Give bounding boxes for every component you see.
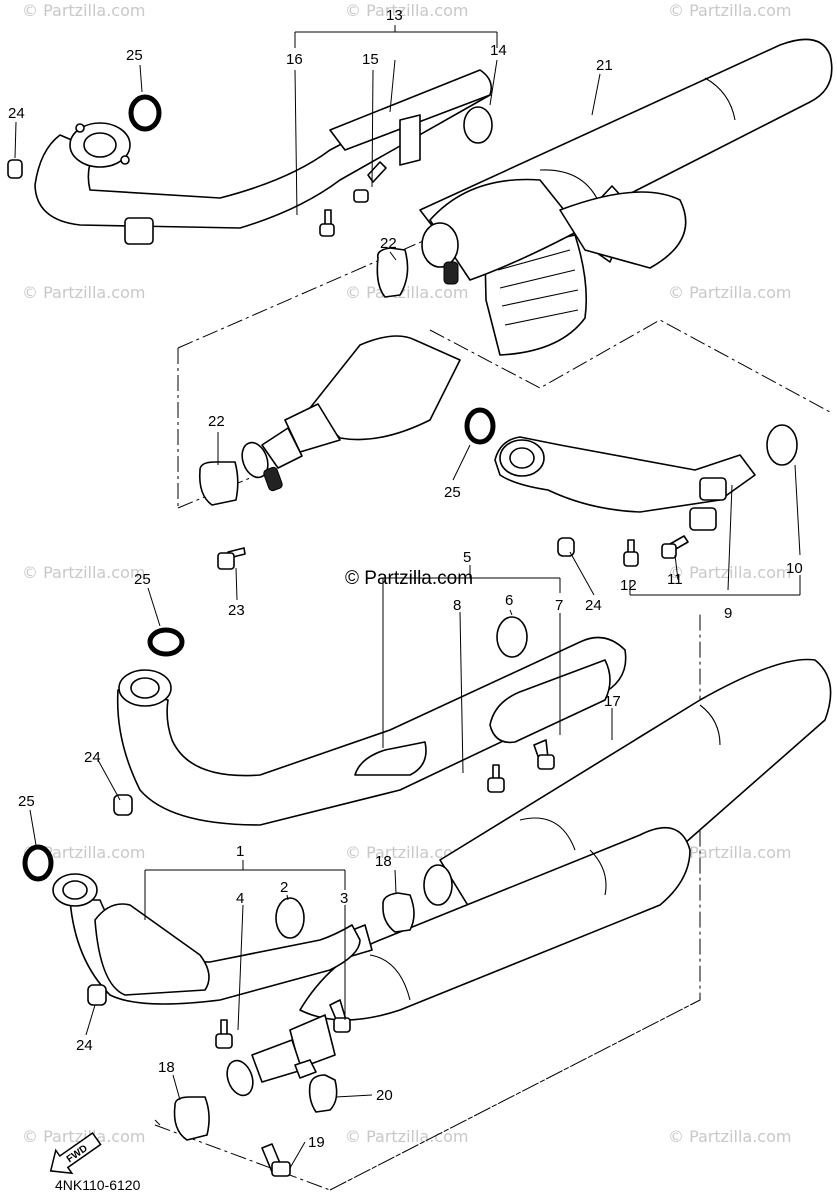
callout-18: 18 — [375, 853, 392, 870]
callout-24: 24 — [8, 105, 25, 122]
collar-10 — [766, 424, 798, 466]
watermark: © Partzilla.com — [668, 1127, 791, 1146]
watermark-layer: © Partzilla.com © Partzilla.com © Partzi… — [22, 1, 791, 1146]
muffler-17 — [299, 658, 832, 1021]
watermark: © Partzilla.com — [668, 563, 791, 582]
watermark: © Partzilla.com — [345, 283, 468, 302]
clamp-top — [421, 222, 459, 285]
callout-22: 22 — [380, 235, 397, 252]
watermark: © Partzilla.com — [345, 1127, 468, 1146]
watermark: © Partzilla.com — [668, 283, 791, 302]
bolt-11 — [661, 535, 689, 559]
callout-22: 22 — [208, 413, 225, 430]
callout-15: 15 — [362, 51, 379, 68]
callout-25: 25 — [444, 484, 461, 501]
exhaust-pipe-top — [34, 69, 493, 245]
watermark: © Partzilla.com — [22, 563, 145, 582]
collar-14 — [463, 106, 493, 144]
assembly-outline-top — [177, 189, 831, 509]
bolt-12 — [623, 539, 639, 567]
callout-17: 17 — [604, 693, 621, 710]
collar-6 — [496, 616, 528, 658]
gasket-25-right — [464, 407, 496, 445]
nut-24-lower — [87, 984, 107, 1006]
callout-8: 8 — [453, 597, 461, 614]
exhaust-pipe-middle — [116, 636, 627, 826]
bolt-4 — [215, 1019, 233, 1049]
collar-22-top — [376, 247, 409, 298]
callout-24: 24 — [84, 749, 101, 766]
bolt-7 — [533, 739, 555, 770]
watermark: © Partzilla.com — [22, 1127, 145, 1146]
watermark: © Partzilla.com — [668, 1, 791, 20]
callout-25: 25 — [18, 793, 35, 810]
diagram-code: 4NK110-6120 — [55, 1177, 141, 1193]
watermark: © Partzilla.com — [668, 843, 791, 862]
callout-23: 23 — [228, 602, 245, 619]
muffler-heat-shield — [429, 178, 687, 356]
callout-10: 10 — [786, 560, 803, 577]
callout-25: 25 — [134, 571, 151, 588]
clamp-lower — [226, 1014, 336, 1097]
callout-19: 19 — [308, 1134, 325, 1151]
gasket-25-lower — [22, 844, 54, 882]
callout-20: 20 — [376, 1087, 393, 1104]
callout-9: 9 — [724, 605, 732, 622]
collar-18-upper — [382, 892, 415, 933]
callout-16: 16 — [286, 51, 303, 68]
bolt-3 — [329, 999, 351, 1033]
nut-24-right — [557, 537, 575, 557]
callout-4: 4 — [236, 890, 244, 907]
callout-7: 7 — [555, 597, 563, 614]
watermark: © Partzilla.com — [345, 1, 468, 20]
callout-24: 24 — [76, 1037, 93, 1054]
bolt-19 — [261, 1143, 291, 1177]
callout-11: 11 — [667, 571, 683, 588]
callout-5: 5 — [463, 549, 471, 566]
callout-18: 18 — [158, 1059, 175, 1076]
bolt-8 — [487, 764, 505, 793]
watermark: © Partzilla.com — [22, 283, 145, 302]
callout-6: 6 — [505, 592, 513, 609]
callout-14: 14 — [490, 42, 507, 59]
callout-3: 3 — [340, 890, 348, 907]
collar-22-lower — [198, 461, 239, 506]
nut-24-top — [7, 159, 23, 179]
watermark: © Partzilla.com — [22, 1, 145, 20]
damper-20 — [308, 1074, 338, 1113]
leader-lines — [14, 25, 801, 1169]
callout-25: 25 — [126, 47, 143, 64]
callout-24: 24 — [585, 597, 602, 614]
callout-12: 12 — [620, 577, 637, 594]
callout-1: 1 — [236, 843, 244, 860]
callout-labels: 13 14 15 16 21 25 24 22 22 25 23 5 6 7 8… — [8, 7, 803, 1151]
bolt-16 — [319, 209, 335, 237]
muffler-lower-section — [241, 335, 461, 492]
watermark: © Partzilla.com — [345, 843, 468, 862]
callout-13: 13 — [386, 7, 403, 24]
collar-18-lower — [173, 1096, 210, 1141]
gasket-25-middle — [147, 627, 185, 657]
collar-2 — [275, 897, 305, 939]
exhaust-pipe-lower — [52, 873, 361, 1005]
callout-2: 2 — [280, 879, 288, 896]
exhaust-pipe-right — [494, 436, 756, 531]
assembly-outline-lower-left — [154, 1119, 161, 1126]
callout-21: 21 — [596, 57, 613, 74]
brand-watermark: © Partzilla.com — [345, 568, 473, 589]
gasket-25-top — [128, 94, 162, 132]
watermark: © Partzilla.com — [22, 843, 145, 862]
nut-24-middle — [113, 794, 133, 816]
bolt-23 — [217, 547, 246, 570]
